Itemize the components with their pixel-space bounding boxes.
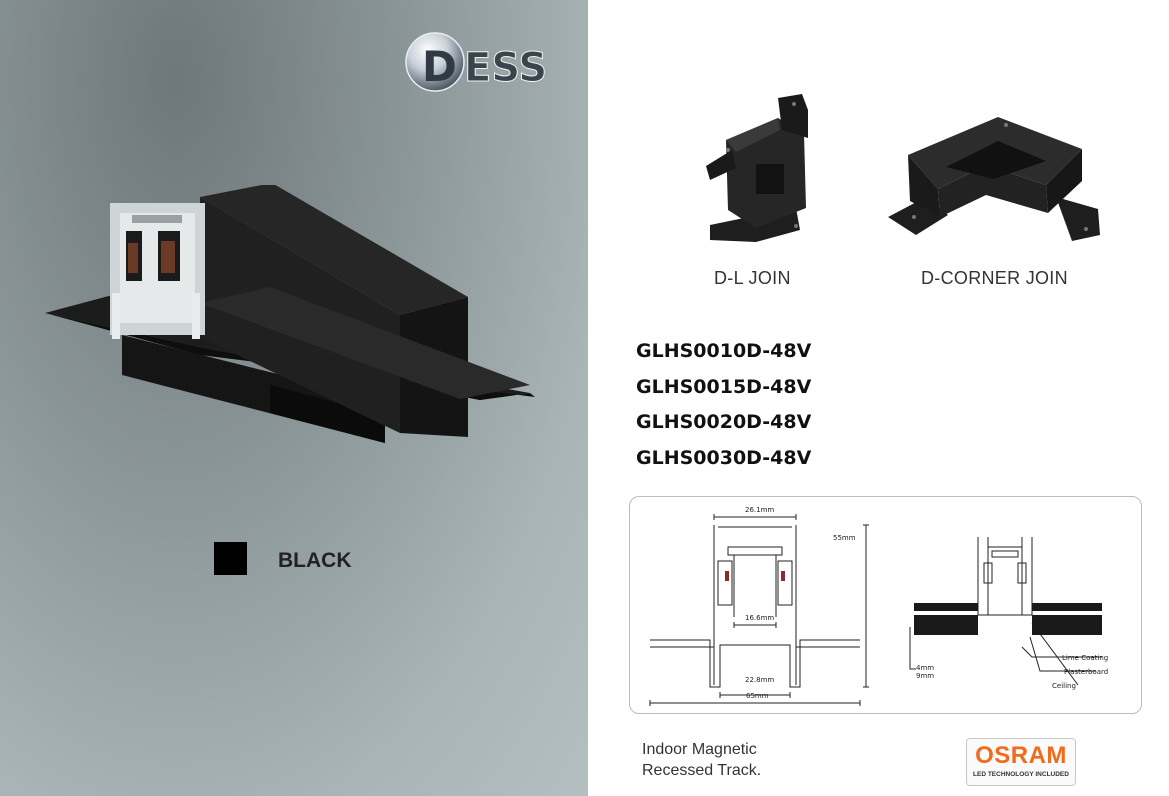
profile-cross-section-drawing [649,514,1102,706]
accessory-label-d-corner-join: D-CORNER JOIN [921,268,1068,288]
product-photo-panel: D ESS BLACK [0,0,588,796]
accessory-label-d-l-join: D-L JOIN [714,268,791,288]
dimension-height: 55mm [833,534,856,542]
color-swatch-black [214,542,247,575]
svg-text:ESS: ESS [464,45,547,91]
product-code: GLHS0020D-48V [636,411,812,433]
product-code: GLHS0015D-48V [636,375,812,398]
layer-label-lime-coating: Lime Coating [1062,654,1109,662]
product-code: GLHS0030D-48V [636,446,812,469]
dess-logo: D ESS [405,32,548,92]
dimension-thickness-b: 9mm [916,672,935,680]
layer-label-ceiling: Ceiling [1052,682,1076,690]
osram-tagline: LED TECHNOLOGY INCLUDED [973,771,1069,778]
product-code: GLHS0010D-48V [636,340,812,362]
osram-logo-text: OSRAM [975,742,1067,769]
product-code-list: GLHS0010D-48V GLHS0015D-48V GLHS0020D-48… [636,338,811,480]
product-caption: Indoor Magnetic Recessed Track. [642,739,761,781]
osram-badge: OSRAM LED TECHNOLOGY INCLUDED [966,738,1076,786]
dimension-thickness-a: 4mm [916,664,935,672]
recessed-track-image [45,185,535,443]
dimension-inner-width: 16.6mm [745,614,775,622]
caption-line-1: Indoor Magnetic [642,741,757,758]
finish-label: BLACK [278,549,352,572]
d-corner-join-image [888,117,1100,241]
dimension-total-width: 65mm [746,692,769,700]
layer-label-plasterboard: Plasterboard [1064,668,1109,676]
svg-text:D: D [422,42,457,91]
technical-drawing-panel: 26.1mm 55mm 16.6mm 22.8mm 65mm 4mm 9mm L… [629,496,1142,714]
dimension-bottom-width: 22.8mm [745,676,775,684]
dimension-top-width: 26.1mm [745,506,775,514]
caption-line-2: Recessed Track. [642,762,762,779]
d-l-join-image [706,94,808,242]
